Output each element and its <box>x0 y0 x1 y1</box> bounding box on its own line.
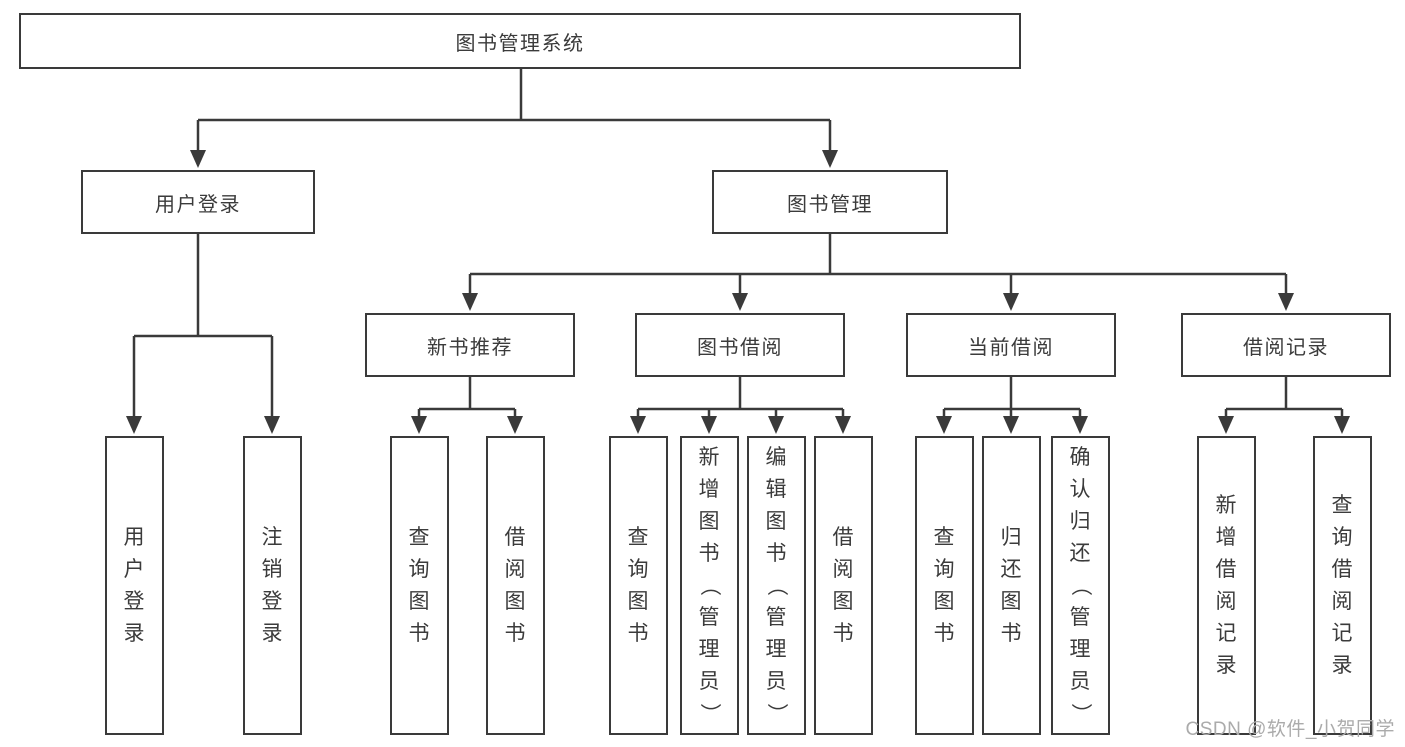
node-current-borrowing: 当前借阅 <box>906 313 1116 377</box>
arrowhead-icon <box>1003 416 1019 434</box>
arrowhead-icon <box>411 416 427 434</box>
node-label: 当前借阅 <box>968 336 1054 359</box>
node-label: 借阅记录 <box>1243 336 1329 359</box>
node-label: 编辑图书（管理员） <box>764 446 788 724</box>
connector-bookborrow-children <box>630 377 851 434</box>
node-book-borrowing: 图书借阅 <box>635 313 845 377</box>
arrowhead-icon <box>1218 416 1234 434</box>
arrowhead-icon <box>732 293 748 311</box>
node-label: 查询图书 <box>933 526 955 645</box>
node-label: 确认归还（管理员） <box>1068 446 1092 724</box>
arrowhead-icon <box>1072 416 1088 434</box>
node-leaf-query-books-3: 查询图书 <box>914 436 974 735</box>
node-leaf-confirm-return-admin: 确认归还（管理员） <box>1050 436 1110 735</box>
node-label: 用户登录 <box>155 193 241 216</box>
arrowhead-icon <box>462 293 478 311</box>
node-label: 借阅图书 <box>832 526 854 645</box>
arrowhead-icon <box>126 416 142 434</box>
node-label: 查询借阅记录 <box>1331 494 1353 677</box>
node-book-management: 图书管理 <box>712 170 948 234</box>
node-leaf-user-login: 用户登录 <box>104 436 164 735</box>
node-leaf-borrow-books-1: 借阅图书 <box>485 436 545 735</box>
node-label: 查询图书 <box>627 526 649 645</box>
node-label: 新增图书（管理员） <box>697 446 721 724</box>
node-leaf-query-borrow-record: 查询借阅记录 <box>1312 436 1372 735</box>
node-label: 借阅图书 <box>504 526 526 645</box>
node-label: 图书借阅 <box>697 336 783 359</box>
node-label: 用户登录 <box>123 526 145 645</box>
arrowhead-icon <box>768 416 784 434</box>
arrowhead-icon <box>190 150 206 168</box>
arrowhead-icon <box>1003 293 1019 311</box>
arrowhead-icon <box>1334 416 1350 434</box>
node-label: 图书管理系统 <box>455 32 585 55</box>
node-leaf-edit-books-admin: 编辑图书（管理员） <box>746 436 806 735</box>
node-label: 图书管理 <box>787 193 873 216</box>
node-leaf-add-books-admin: 新增图书（管理员） <box>679 436 739 735</box>
node-new-book-recommend: 新书推荐 <box>365 313 575 377</box>
arrowhead-icon <box>507 416 523 434</box>
node-leaf-return-books: 归还图书 <box>981 436 1041 735</box>
csdn-watermark: CSDN @软件_小贺同学 <box>1185 719 1395 740</box>
connector-bookmgmt-level3 <box>462 234 1294 311</box>
arrowhead-icon <box>1278 293 1294 311</box>
arrowhead-icon <box>630 416 646 434</box>
node-label: 查询图书 <box>408 526 430 645</box>
connector-records-children <box>1218 377 1350 434</box>
node-user-login: 用户登录 <box>81 170 315 234</box>
node-leaf-query-books-1: 查询图书 <box>389 436 449 735</box>
node-label: 新书推荐 <box>427 336 513 359</box>
connector-userlogin-children <box>126 234 280 434</box>
node-label: 归还图书 <box>1000 526 1022 645</box>
connector-newbooks-children <box>411 377 523 434</box>
node-leaf-add-borrow-record: 新增借阅记录 <box>1196 436 1256 735</box>
arrowhead-icon <box>822 150 838 168</box>
node-leaf-logout: 注销登录 <box>242 436 302 735</box>
node-label: 注销登录 <box>261 526 283 645</box>
node-library-system: 图书管理系统 <box>19 13 1021 69</box>
arrowhead-icon <box>835 416 851 434</box>
arrowhead-icon <box>264 416 280 434</box>
connector-root-level2 <box>190 69 838 168</box>
arrowhead-icon <box>936 416 952 434</box>
node-label: 新增借阅记录 <box>1215 494 1237 677</box>
node-leaf-borrow-books-2: 借阅图书 <box>813 436 873 735</box>
arrowhead-icon <box>701 416 717 434</box>
node-borrowing-records: 借阅记录 <box>1181 313 1391 377</box>
node-leaf-query-books-2: 查询图书 <box>608 436 668 735</box>
connector-currentborrow-children <box>936 377 1088 434</box>
